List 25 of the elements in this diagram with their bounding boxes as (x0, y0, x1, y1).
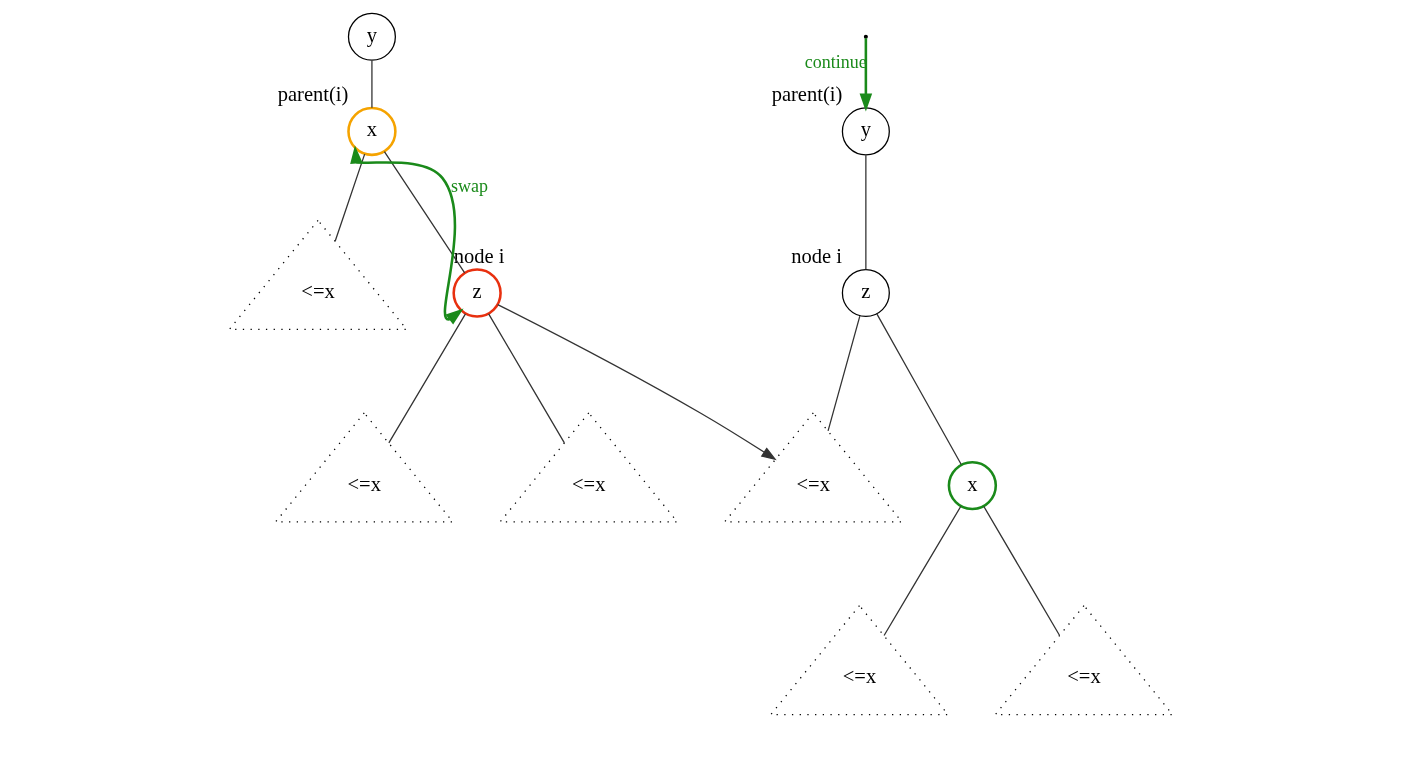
node-label: parent(i) (277, 83, 349, 106)
edge-label: continue (804, 52, 867, 73)
node-circle: y (347, 12, 396, 61)
node-label: node i (791, 244, 842, 267)
node-circle: z (452, 268, 502, 318)
connector (488, 313, 565, 444)
connector (371, 60, 373, 109)
node-circle: z (841, 268, 890, 318)
edge-label: swap (450, 176, 488, 197)
node-circle: x (947, 460, 998, 511)
connector (383, 150, 466, 274)
arrow (350, 145, 464, 325)
node-circle: y (841, 107, 890, 156)
connector (334, 153, 366, 242)
node-label: parent(i) (771, 83, 843, 106)
arrow (497, 303, 777, 461)
arrow (859, 38, 873, 112)
connector (983, 505, 1061, 637)
connector (827, 315, 861, 432)
node-circle: x (347, 106, 397, 157)
connector (388, 313, 467, 444)
node-label: node i (453, 244, 505, 267)
connector (883, 505, 962, 637)
connector (865, 154, 867, 271)
connector (876, 313, 962, 466)
